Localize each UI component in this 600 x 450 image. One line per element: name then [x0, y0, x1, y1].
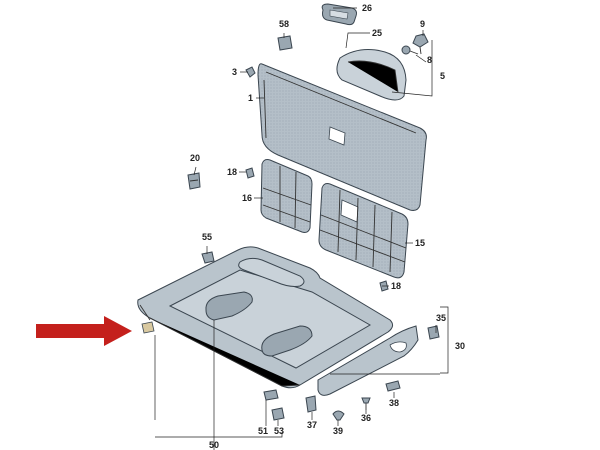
- part-20-bracket: [187, 172, 201, 190]
- callout-30: 30: [455, 341, 465, 351]
- red-pointer-arrow-icon: [36, 316, 132, 346]
- part-25-cover: [336, 49, 407, 101]
- part-39-clip: [332, 410, 345, 421]
- callout-55: 55: [202, 232, 212, 242]
- part-1-rear-panel: [257, 63, 427, 211]
- part-35-clip: [427, 325, 440, 340]
- callout-39: 39: [333, 426, 343, 436]
- callout-26: 26: [362, 3, 372, 13]
- callout-53: 53: [274, 426, 284, 436]
- part-37-clip: [305, 395, 317, 413]
- callout-51: 51: [258, 426, 268, 436]
- leader-lines: [154, 7, 449, 450]
- part-36-screw: [361, 397, 371, 410]
- part-small-tab: [141, 321, 155, 334]
- part-16-left-panel: [260, 159, 313, 233]
- callout-5: 5: [440, 71, 445, 81]
- callout-labels: 26 58 9 25 8 5 3 1 20 18 16 15 55 18 35 …: [190, 3, 465, 450]
- part-9-fastener: [412, 33, 429, 55]
- part-15-right-panel: [318, 183, 409, 279]
- callout-3: 3: [232, 67, 237, 77]
- part-38-bolt: [385, 380, 401, 392]
- callout-37: 37: [307, 420, 317, 430]
- callout-1: 1: [248, 93, 253, 103]
- part-8-screw: [401, 45, 419, 55]
- callout-16: 16: [242, 193, 252, 203]
- callout-35: 35: [436, 313, 446, 323]
- part-58-clip: [277, 35, 293, 51]
- callout-9: 9: [420, 19, 425, 29]
- part-55-clip: [201, 251, 215, 264]
- part-18-clip-upper: [245, 167, 255, 179]
- part-3-clip: [245, 66, 256, 78]
- callout-18-lower: 18: [391, 281, 401, 291]
- part-51-bracket: [263, 389, 279, 401]
- part-30-side-rail: [317, 325, 419, 396]
- part-50-floor-panel: [137, 246, 394, 389]
- part-26-handle: [321, 3, 357, 26]
- callout-50: 50: [209, 440, 219, 450]
- callout-8: 8: [427, 55, 432, 65]
- callout-58: 58: [279, 19, 289, 29]
- callout-20: 20: [190, 153, 200, 163]
- callout-18-upper: 18: [227, 167, 237, 177]
- part-53-clip: [271, 407, 285, 421]
- callout-38: 38: [389, 398, 399, 408]
- callout-15: 15: [415, 238, 425, 248]
- callout-25: 25: [372, 28, 382, 38]
- callout-36: 36: [361, 413, 371, 423]
